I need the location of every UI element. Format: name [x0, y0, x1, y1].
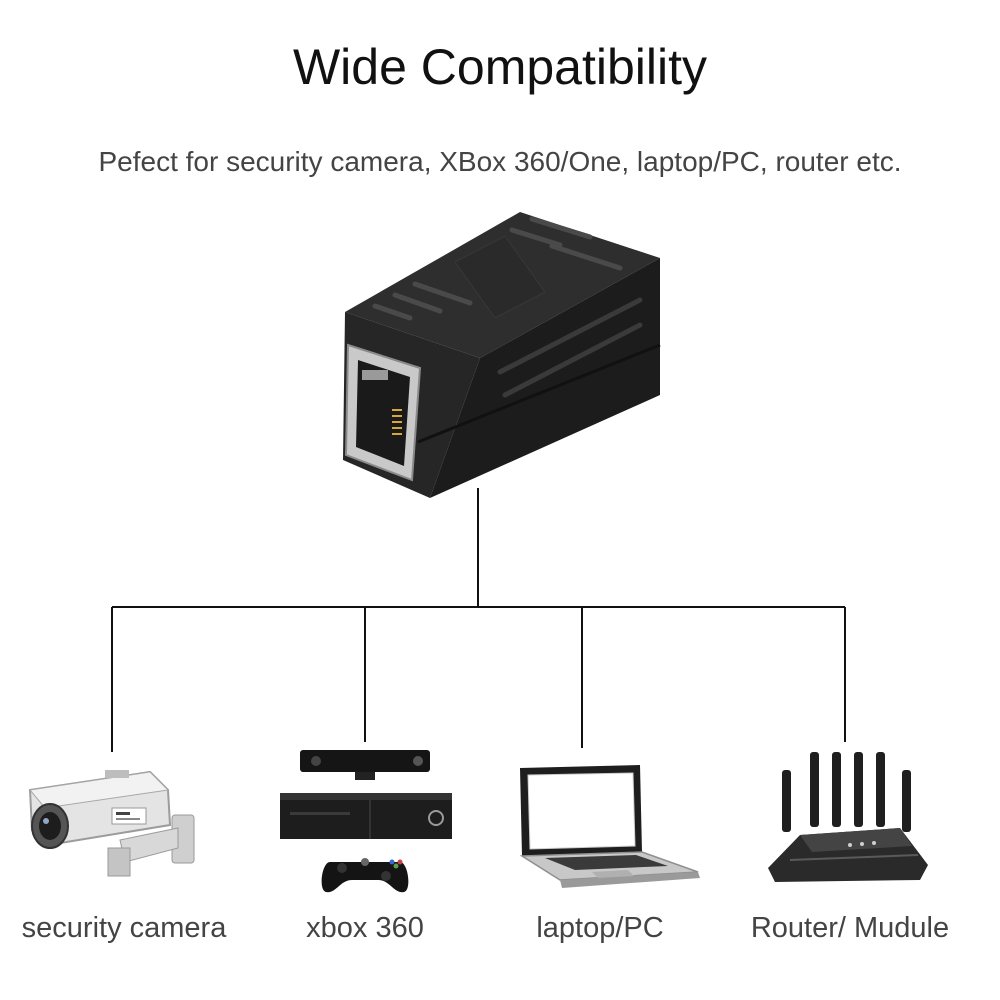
device-label-laptop: laptop/PC — [536, 912, 664, 944]
rj45-coupler-icon — [343, 212, 661, 498]
page-title: Wide Compatibility — [292, 39, 707, 95]
connection-lines — [111, 488, 846, 752]
device-label-router: Router/ Mudule — [750, 912, 950, 944]
laptop-icon — [519, 765, 700, 888]
page-subtitle: Pefect for security camera, XBox 360/One… — [98, 146, 902, 177]
security-camera-icon — [28, 770, 195, 877]
device-label-xbox: xbox 360 — [306, 912, 424, 944]
xbox-console-icon — [280, 750, 452, 893]
router-icon — [768, 752, 928, 882]
device-label-camera: security camera — [21, 912, 227, 944]
